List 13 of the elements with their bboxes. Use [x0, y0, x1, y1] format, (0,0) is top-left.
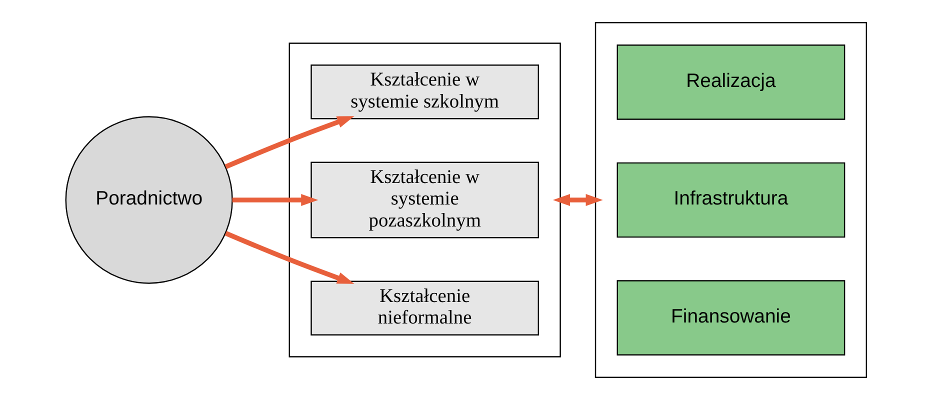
cluster — [594, 22, 867, 378]
node-box: Infrastruktura — [616, 162, 845, 238]
node-box: Finansowanie — [616, 280, 845, 356]
cluster — [288, 42, 560, 358]
node-circle: Poradnictwo — [64, 116, 232, 284]
arrow — [224, 231, 354, 284]
arrow — [232, 194, 318, 206]
arrow — [552, 194, 602, 206]
arrow — [224, 116, 354, 169]
node-box: Kształcenie nieformalne — [310, 280, 539, 336]
node-box: Kształcenie w systemie szkolnym — [310, 64, 539, 120]
node-box: Realizacja — [616, 44, 845, 120]
node-box: Kształcenie w systemie pozaszkolnym — [310, 162, 539, 238]
